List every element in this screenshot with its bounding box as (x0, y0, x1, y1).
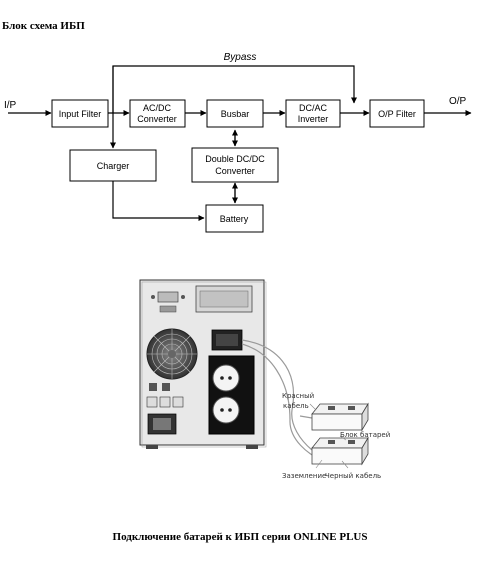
page-title: Блок схема ИБП (2, 20, 85, 32)
battery-pack-upper (311, 402, 369, 432)
block-busbar: Busbar (206, 99, 264, 128)
block-diagram (8, 65, 472, 221)
block-op-filter: O/P Filter (369, 99, 425, 128)
block-dcac-inverter: DC/AC Inverter (285, 99, 341, 128)
battery-pack-lower (311, 436, 369, 466)
annotations: Красный кабель Блок батарей Заземление Ч… (282, 392, 390, 480)
block-dcac-label-2: Inverter (298, 114, 329, 124)
diagram-blocks: Input Filter AC/DC Converter Busbar DC/A… (51, 99, 425, 233)
jumper-cable (299, 415, 313, 419)
ups-rear-panel (139, 279, 267, 449)
battery-block-label: Блок батарей (340, 431, 390, 439)
figure-caption: Подключение батарей к ИБП серии ONLINE P… (112, 531, 368, 543)
block-charger: Charger (69, 149, 157, 182)
fan-grille (146, 328, 198, 380)
block-acdc-label-2: Converter (137, 114, 177, 124)
connector-charger-battery (112, 181, 205, 221)
block-battery: Battery (205, 204, 264, 233)
block-acdc-converter: AC/DC Converter (129, 99, 186, 128)
block-busbar-label: Busbar (221, 109, 250, 119)
block-acdc-label-1: AC/DC (143, 103, 172, 113)
block-op-filter-label: O/P Filter (378, 109, 416, 119)
diagram-labels: Bypass I/P O/P (4, 52, 467, 111)
annotation-leaders (309, 403, 349, 469)
block-double-label-2: Converter (215, 166, 255, 176)
block-double-dcdc-converter: Double DC/DC Converter (191, 147, 279, 183)
black-cable-label: Черный кабель (325, 472, 381, 480)
output-sockets (208, 355, 255, 435)
block-dcac-label-1: DC/AC (299, 103, 328, 113)
communication-ports (151, 291, 185, 313)
input-label: I/P (4, 100, 17, 111)
ac-input-socket (147, 413, 177, 435)
block-charger-label: Charger (97, 161, 130, 171)
red-cable-label-1: Красный (282, 392, 314, 400)
ground-label: Заземление (282, 472, 326, 480)
block-battery-label: Battery (220, 214, 249, 224)
block-input-filter: Input Filter (51, 99, 109, 128)
circuit-breakers (146, 383, 184, 408)
card-slot (195, 285, 253, 313)
red-cable (241, 339, 313, 451)
bypass-label: Bypass (224, 52, 257, 63)
black-cable (241, 343, 319, 459)
output-label: O/P (449, 96, 467, 107)
battery-connector (211, 329, 243, 351)
block-input-filter-label: Input Filter (59, 109, 102, 119)
block-double-label-1: Double DC/DC (205, 154, 265, 164)
red-cable-label-2: кабель (283, 402, 309, 410)
